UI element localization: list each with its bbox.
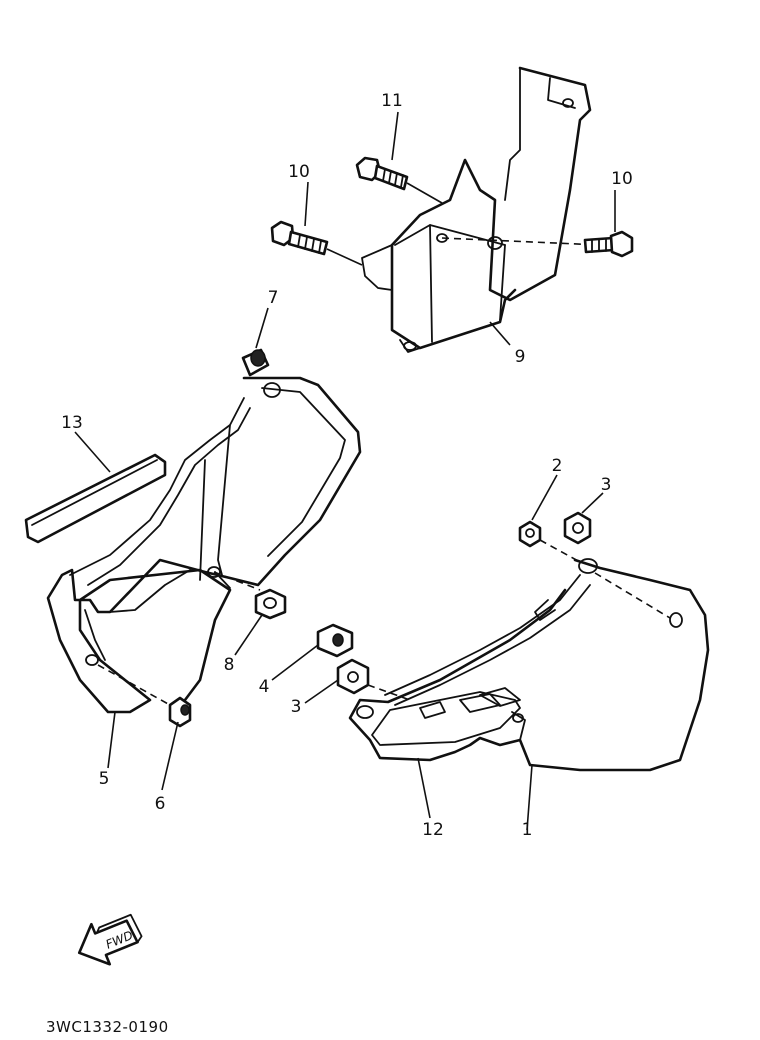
callout-4: 4 (259, 677, 270, 697)
callout-10-left: 10 (288, 162, 310, 182)
part-3-grommet-lower (336, 658, 370, 695)
callout-13: 13 (61, 413, 83, 433)
callout-3-lower: 3 (291, 697, 302, 717)
part-13-emblem (24, 453, 167, 544)
part-10-bolt-left (270, 220, 363, 266)
callout-7: 7 (268, 288, 279, 308)
part-5-side-cover (46, 376, 362, 714)
part-4-grommet (316, 623, 354, 658)
part-9-bracket (361, 66, 601, 353)
callout-8: 8 (224, 655, 235, 675)
callout-1: 1 (522, 820, 533, 840)
callout-10-right: 10 (611, 169, 633, 189)
part-8-grommet (254, 588, 287, 620)
part-7-grommet (241, 348, 270, 377)
fwd-arrow-icon: FWD (77, 913, 143, 966)
callout-5: 5 (99, 769, 110, 789)
diagram-code: 3WC1332-0190 (46, 1018, 169, 1036)
part-6-grommet (168, 696, 192, 728)
part-10-bolt-right (583, 230, 634, 258)
part-11-bolt (355, 156, 443, 204)
callout-12: 12 (422, 820, 444, 840)
part-1-side-cover (348, 539, 710, 772)
callout-2: 2 (552, 456, 563, 476)
callout-11-num: 11 (381, 91, 403, 111)
part-3-grommet-upper (563, 511, 592, 545)
part-2-grommet (518, 520, 542, 548)
callout-9: 9 (515, 347, 526, 367)
callout-6: 6 (155, 794, 166, 814)
callout-leaders (74, 111, 616, 831)
callout-3-upper: 3 (601, 475, 612, 495)
